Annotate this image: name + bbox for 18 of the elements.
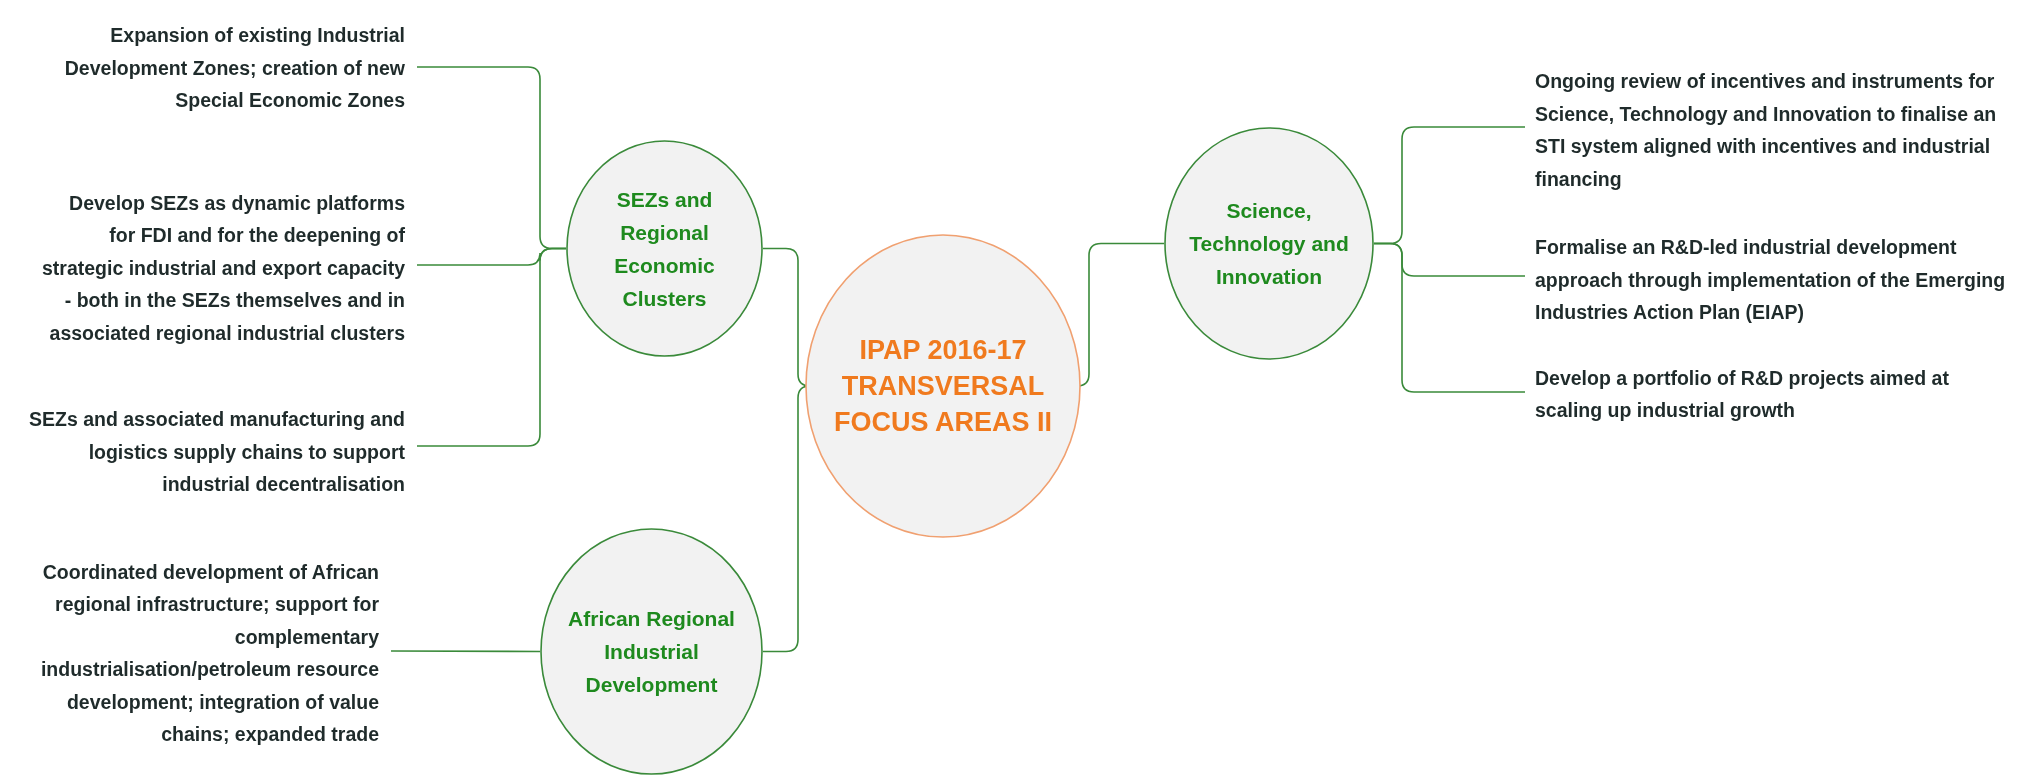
subtopic-text: Formalise an R&D-led industrial development approach through implementation of the Emerging Industries Action Plan (EIAP) [1535,235,2007,326]
subtopic-text: Develop SEZs as dynamic platforms for FDI and for the deepening of strategic industrial and export capacity - both in the SEZs themselves and in associated regional industrial clusters [40,190,405,346]
subtopic-text: SEZs and associated manufacturing and logistics supply chains to support industrial decentralisation [28,407,405,498]
subtopic-text: Ongoing review of incentives and instruments for Science, Technology and Innovation to finalise an STI system aligned with incentives and industrial financing [1535,69,1998,192]
topic-label: African Regional Industrial Development [567,606,736,698]
subtopic-text: Develop a portfolio of R&D projects aimed at scaling up industrial growth [1535,365,1950,423]
topic-ellipse [540,528,763,775]
connector-line [416,247,567,447]
topic-label: IPAP 2016-17 TRANSVERSAL FOCUS AREAS II [833,334,1053,439]
subtopic-text: Expansion of existing Industrial Development Zones; creation of new Special Economic Zones [63,23,405,114]
topic-label: SEZs and Regional Economic Clusters [613,186,716,312]
topic-ellipse [1164,127,1374,360]
connector-line [1373,242,1526,393]
subtopic-text: Coordinated development of African regional infrastructure; support for complementary industrialisation/petroleum resource development; integration of value chains; expanded trade [39,559,379,747]
topic-ellipse [566,140,763,357]
connector-line [390,650,541,653]
central-topic-ellipse [805,234,1081,538]
topic-label: Science, Technology and Innovation [1188,198,1350,290]
